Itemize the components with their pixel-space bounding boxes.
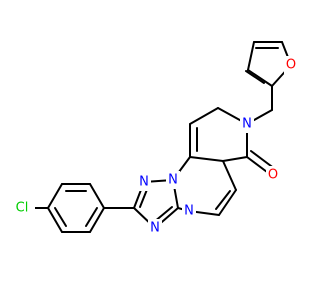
triazole-n2-atom: N xyxy=(166,171,180,189)
chlorine-atom: Cl xyxy=(11,199,35,217)
triazole-n1-atom: N xyxy=(137,173,151,191)
chlorine-label: Cl xyxy=(16,201,29,216)
pyridinone-n-label: N xyxy=(242,117,252,132)
molecule-structure: Cl N N N N N O O xyxy=(11,41,298,237)
pyrimidine-n-label: N xyxy=(184,204,194,219)
triazole-n1-label: N xyxy=(139,175,149,190)
bonds xyxy=(31,41,292,233)
triazole-n2-label: N xyxy=(168,173,178,188)
furan-o-label: O xyxy=(286,58,296,73)
furan-o-atom: O xyxy=(284,56,298,74)
carbonyl-o-atom: O xyxy=(266,166,280,184)
pyridinone-n-atom: N xyxy=(240,115,254,133)
carbonyl-o-label: O xyxy=(268,168,278,183)
pyrimidine-n-atom: N xyxy=(182,202,196,220)
triazole-n3-label: N xyxy=(150,221,160,236)
atom-labels: Cl N N N N N O O xyxy=(11,56,298,237)
triazole-n3-atom: N xyxy=(148,219,162,237)
